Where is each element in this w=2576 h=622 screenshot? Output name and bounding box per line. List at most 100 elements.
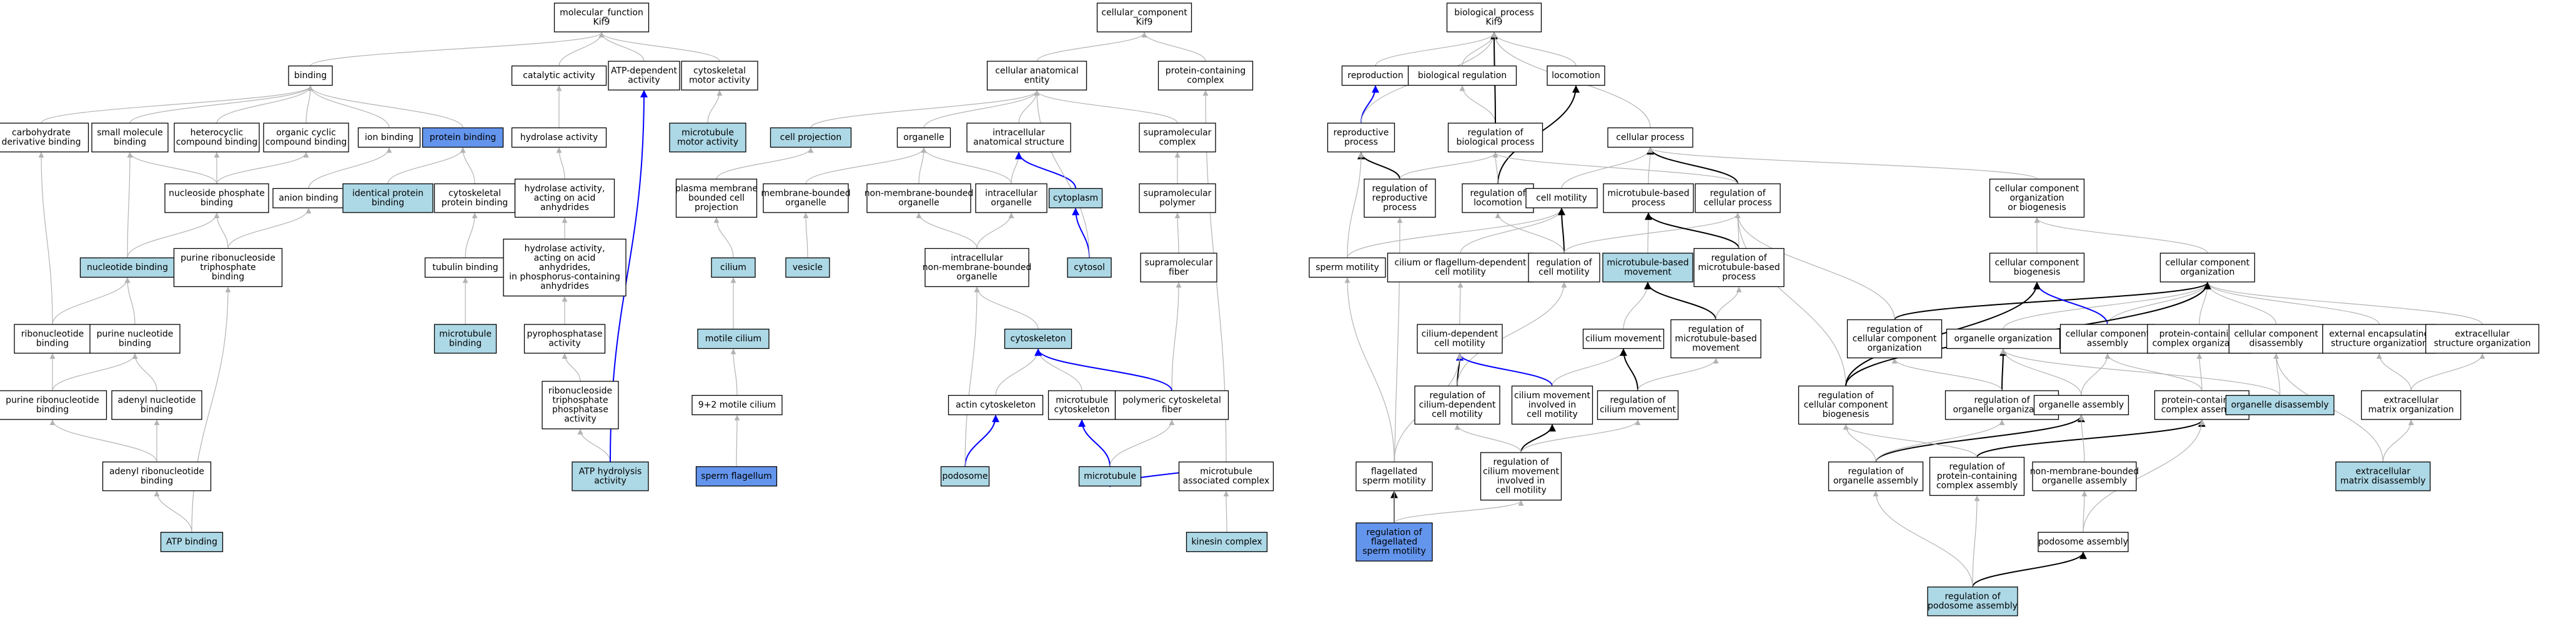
term-node-microtubule[interactable]: microtubule — [1078, 466, 1142, 487]
term-node-kinesin[interactable]: kinesin complex — [1186, 531, 1268, 553]
term-node-binding[interactable]: binding — [288, 65, 333, 86]
term-node-vesicle[interactable]: vesicle — [785, 257, 830, 278]
term-node-ionbind[interactable]: ion binding — [357, 127, 421, 148]
term-node-cytoplasm[interactable]: cytoplasm — [1048, 188, 1103, 209]
term-node-spermmot[interactable]: sperm motility — [1309, 257, 1386, 278]
term-node-cellmot[interactable]: cell motility — [1525, 188, 1598, 209]
term-node-repro[interactable]: reproduction — [1341, 65, 1410, 86]
term-node-catalytic[interactable]: catalytic activity — [511, 65, 607, 86]
term-node-orgorg[interactable]: organelle organization — [1946, 328, 2061, 349]
term-node-ribotri[interactable]: ribonucleosidetriphosphatephosphataseact… — [542, 381, 619, 429]
term-node-cellproc[interactable]: cellular process — [1607, 127, 1693, 148]
term-node-actincyto[interactable]: actin cytoskeleton — [948, 394, 1044, 416]
term-node-orgdis[interactable]: organelle disassembly — [2225, 394, 2335, 416]
term-node-podoassem[interactable]: podosome assembly — [2038, 531, 2129, 553]
term-node-hydphos[interactable]: hydrolase activity,acting on acidanhydri… — [503, 238, 627, 297]
term-node-hydacid[interactable]: hydrolase activity,acting on acidanhydri… — [514, 178, 615, 218]
term-node-motilecil[interactable]: motile cilium — [697, 328, 770, 349]
term-node-hydrolase[interactable]: hydrolase activity — [511, 127, 607, 148]
term-node-anion[interactable]: anion binding — [272, 188, 345, 209]
term-node-bioreg[interactable]: biological regulation — [1407, 65, 1517, 86]
term-node-organelle[interactable]: organelle — [896, 127, 951, 148]
term-node-cilium[interactable]: cilium — [711, 257, 756, 278]
term-node-tubulin[interactable]: tubulin binding — [424, 257, 507, 278]
term-node-protbind[interactable]: protein binding — [422, 127, 504, 148]
term-node-cellproj[interactable]: cell projection — [770, 127, 852, 148]
term-node-ninetwo[interactable]: 9+2 motile cilium — [691, 394, 783, 416]
term-node-cytoskel[interactable]: cytoskeleton — [1004, 328, 1073, 349]
term-node-intranonmemb[interactable]: intracellularnon-membrane-boundedorganel… — [923, 248, 1032, 288]
term-node-podosome[interactable]: podosome — [940, 466, 990, 487]
term-node-orgassem[interactable]: organelle assembly — [2033, 394, 2129, 416]
term-node-locomotion[interactable]: locomotion — [1547, 65, 1605, 86]
term-node-ciliummove[interactable]: cilium movement — [1582, 328, 1665, 349]
term-node-cytosol[interactable]: cytosol — [1067, 257, 1112, 278]
term-node-nucbind[interactable]: nucleotide binding — [79, 257, 176, 278]
